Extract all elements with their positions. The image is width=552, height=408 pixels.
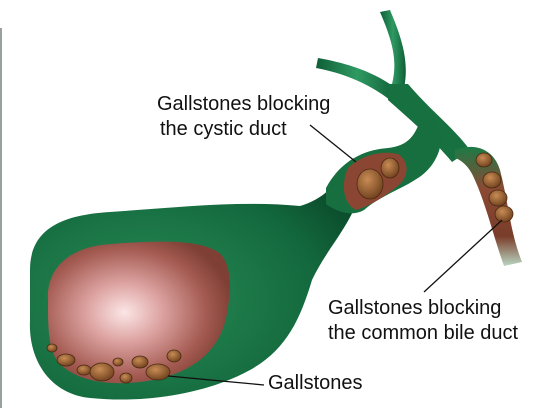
leader-common [424,220,502,292]
common-duct-stone [495,206,513,222]
sac-stone [167,350,181,362]
sac-stone [57,354,75,366]
cystic-stone [381,158,399,178]
hepatic-duct-left [380,10,406,88]
label-common-bile-duct: Gallstones blocking the common bile duct [328,296,518,346]
common-duct-stone [476,153,492,167]
label-cystic-duct: Gallstones blocking the cystic duct [157,92,330,142]
sac-stone [90,363,114,381]
label-cystic-line-2: the cystic duct [157,117,330,142]
sac-stone [120,373,132,383]
sac-stone [77,365,91,375]
sac-stone [146,364,170,380]
sac-stone [132,356,148,368]
common-duct-stone [483,172,501,188]
sac-stone [113,358,123,366]
sac-stone [47,344,57,352]
label-cystic-line-1: Gallstones blocking [157,92,330,117]
common-duct-stone [489,190,507,206]
label-common-line-1: Gallstones blocking [328,296,518,321]
label-common-line-2: the common bile duct [328,321,518,346]
label-gallstones: Gallstones [268,371,363,396]
cystic-stone [357,169,383,199]
